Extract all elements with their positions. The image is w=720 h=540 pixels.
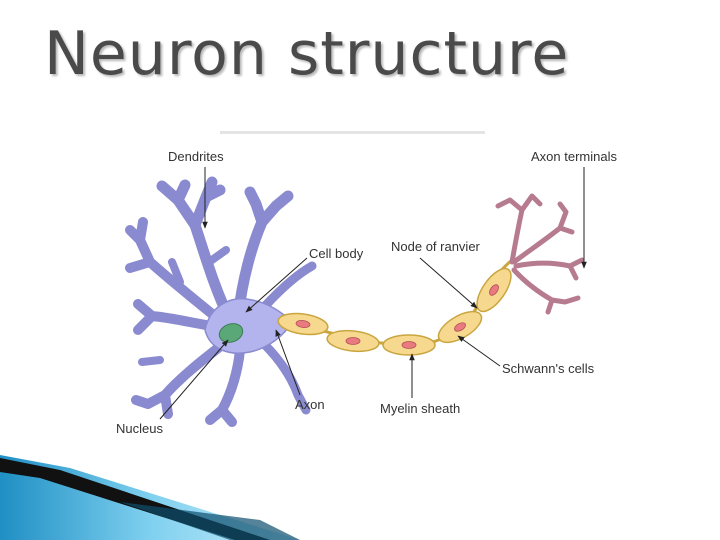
- axon-terminals-shape: [495, 193, 585, 315]
- nucleus-shape: [218, 323, 244, 343]
- myelin-segments: [277, 267, 512, 356]
- pointer-lines: [159, 167, 587, 420]
- image-edge: [220, 131, 485, 134]
- label-axon-terminals: Axon terminals: [531, 149, 617, 164]
- schwann-nuclei: [295, 284, 499, 349]
- label-schwanns-cells: Schwann's cells: [502, 361, 595, 376]
- label-nucleus: Nucleus: [116, 421, 163, 436]
- corner-ribbon: [0, 455, 300, 540]
- slide-title: Neuron structure: [44, 19, 570, 89]
- label-dendrites: Dendrites: [168, 149, 224, 164]
- cell-body-shape: [125, 176, 317, 427]
- label-node-of-ranvier: Node of ranvier: [391, 239, 481, 254]
- label-myelin-sheath: Myelin sheath: [380, 401, 460, 416]
- label-cell-body: Cell body: [309, 246, 364, 261]
- label-axon: Axon: [295, 397, 325, 412]
